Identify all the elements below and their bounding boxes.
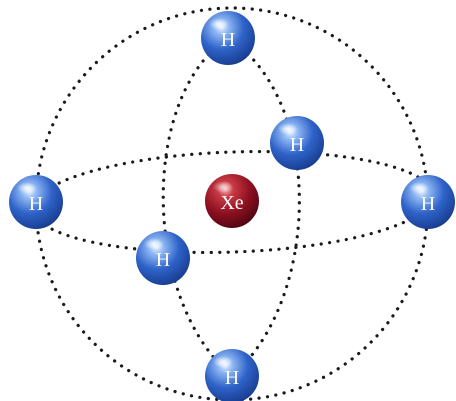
atom-label: H: [290, 134, 304, 156]
atom-label: H: [421, 193, 435, 215]
atom-label: H: [221, 29, 235, 51]
atom-h-back: H: [270, 116, 324, 170]
meridian-left-arc: [161, 36, 234, 378]
atom-h-left: H: [9, 175, 63, 229]
atom-h-right: H: [401, 175, 455, 229]
atom-label: H: [225, 367, 239, 389]
atom-label: Xe: [220, 192, 243, 214]
atom-label: H: [156, 249, 170, 271]
atom-xe-center: Xe: [205, 174, 259, 228]
atom-label: H: [29, 193, 43, 215]
atom-h-bottom: H: [205, 349, 259, 401]
meridian-right-arc: [226, 36, 301, 378]
atom-h-top: H: [201, 11, 255, 65]
atom-h-front: H: [136, 231, 190, 285]
